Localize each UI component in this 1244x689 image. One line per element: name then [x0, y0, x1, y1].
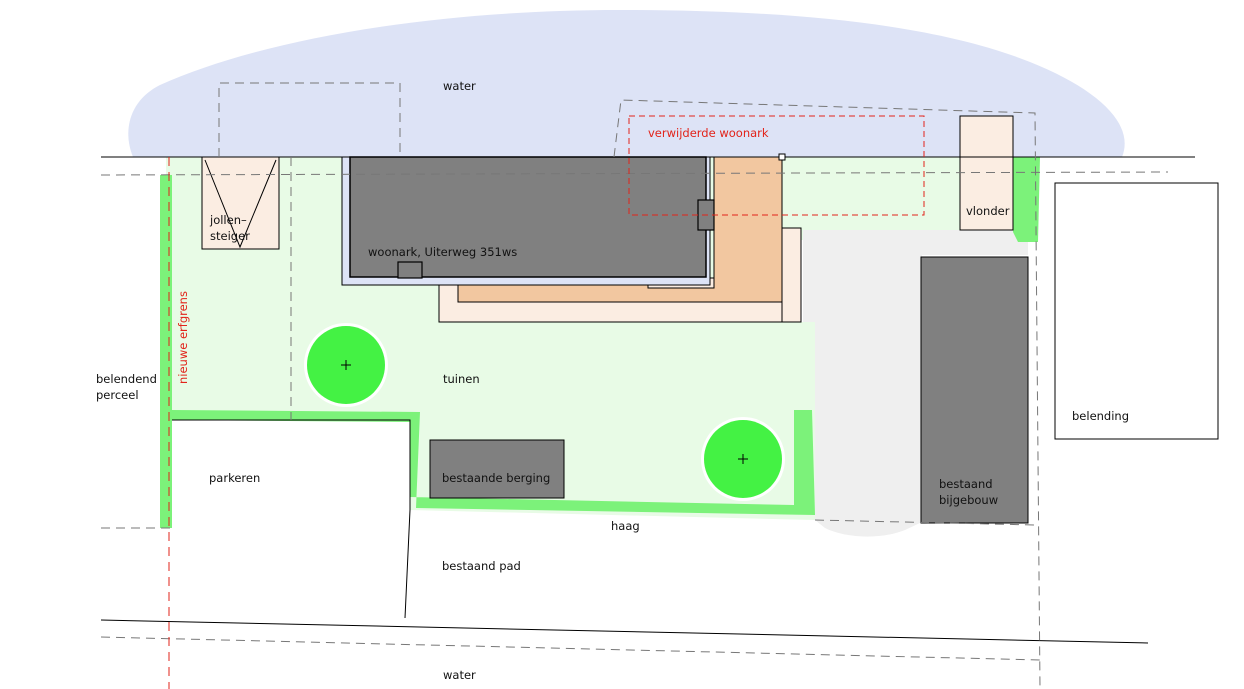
label-neighbour-plot-line1: belendend — [96, 372, 157, 386]
neighbour-building — [1054, 182, 1219, 440]
deck-light-right — [781, 227, 802, 323]
label-path: bestaand pad — [442, 559, 521, 573]
removed-houseboat-outline — [628, 115, 925, 216]
label-neighbour-plot: belendend perceel — [96, 372, 161, 402]
label-new-boundary: nieuwe erfgrens — [176, 291, 190, 384]
label-parking: parkeren — [209, 471, 260, 485]
label-jetty-line1: jollen– — [209, 213, 247, 227]
label-water-top: water — [443, 79, 476, 93]
corner-marker-icon — [778, 153, 786, 161]
label-gardens: tuinen — [443, 372, 480, 386]
label-annex-line2: bijgebouw — [939, 493, 998, 507]
annex — [920, 256, 1029, 524]
label-houseboat: woonark, Uiterweg 351ws — [368, 245, 517, 259]
label-water-bottom: water — [443, 668, 476, 682]
label-vlonder: vlonder — [966, 204, 1010, 218]
shorelines — [100, 156, 1195, 644]
shed — [429, 439, 565, 499]
label-removed-houseboat: verwijderde woonark — [648, 126, 769, 140]
houseboat — [341, 156, 715, 286]
label-annex: bestaand bijgebouw — [939, 477, 998, 507]
water-area — [128, 10, 1125, 157]
paving-area — [803, 230, 1028, 537]
tree-crown-icon — [701, 417, 785, 501]
label-jetty-line2: steiger — [210, 229, 250, 243]
cadastral-lines — [100, 82, 1169, 689]
tree-crown-icon — [304, 323, 388, 407]
label-jetty: jollen– steiger — [209, 213, 250, 243]
label-hedge: haag — [611, 519, 640, 533]
label-annex-line1: bestaand — [939, 477, 993, 491]
jetty-cross — [204, 159, 277, 249]
label-shed: bestaande berging — [442, 471, 550, 485]
parking-area — [172, 419, 411, 619]
label-neighbouring: belending — [1072, 409, 1129, 423]
label-neighbour-plot-line2: perceel — [96, 388, 139, 402]
